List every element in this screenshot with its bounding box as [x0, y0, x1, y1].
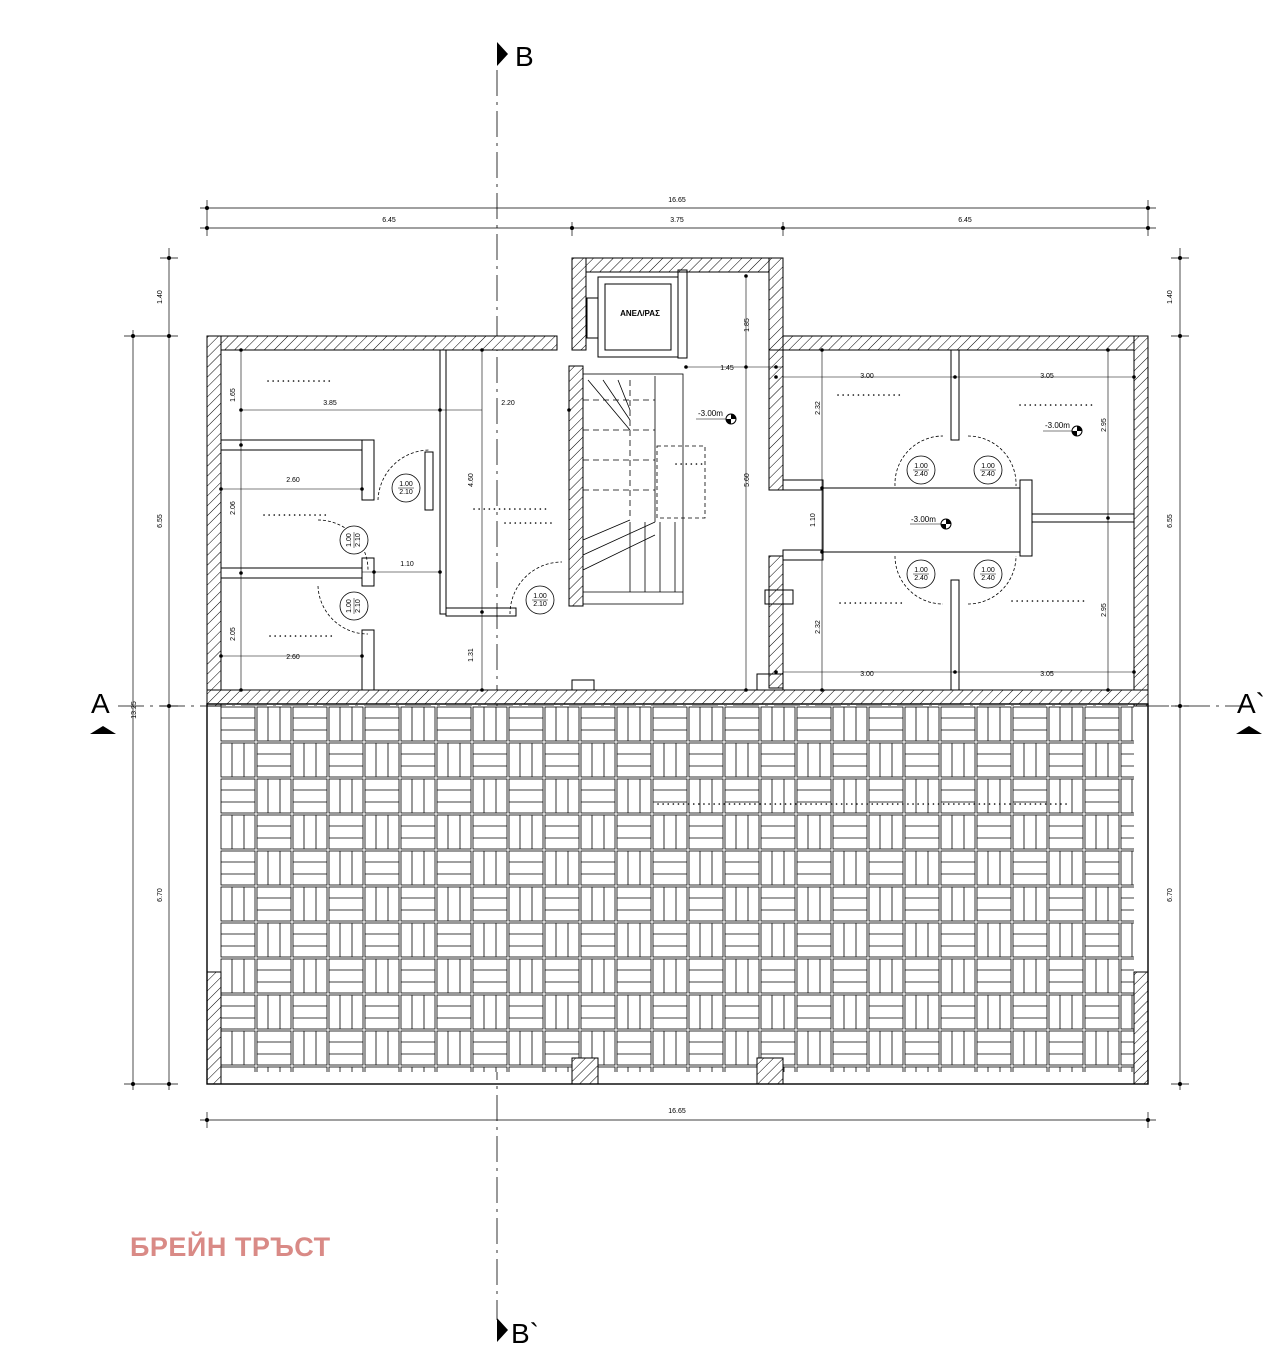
dim-interior-8: 2.05	[230, 627, 237, 641]
dim-left-overall: 13.25	[131, 701, 138, 719]
section-mark-b-bottom: B`	[511, 1318, 539, 1349]
dim-interior-5: 2.06	[230, 501, 237, 515]
svg-text:1.00: 1.00	[914, 567, 928, 574]
section-mark-a-right: A`	[1237, 688, 1265, 719]
dim-interior-12: 1.45	[720, 365, 734, 372]
dim-interior-16: 2.32	[815, 401, 822, 415]
section-arrow-a-left	[90, 726, 116, 734]
dim-interior-15: 3.05	[1040, 373, 1054, 380]
dim-bottom-overall: 16.65	[668, 1108, 686, 1115]
level-marker-corridor	[910, 518, 952, 530]
exterior-walls	[206, 257, 1149, 1085]
staircase	[582, 373, 706, 605]
dim-top-overall: 16.65	[668, 197, 686, 204]
svg-text:2.40: 2.40	[981, 575, 995, 582]
svg-text:2.10: 2.10	[355, 599, 362, 613]
svg-text:2.10: 2.10	[399, 489, 413, 496]
elevator	[586, 269, 688, 359]
dim-right-mid: 6.55	[1167, 514, 1174, 528]
dim-left-mid: 6.55	[157, 514, 164, 528]
corridor	[822, 487, 1021, 553]
section-mark-b-top: B	[515, 41, 534, 72]
svg-text:1.00: 1.00	[914, 463, 928, 470]
dim-top-right: 6.45	[958, 217, 972, 224]
door-swings	[317, 435, 1017, 635]
svg-text:2.10: 2.10	[533, 601, 547, 608]
dim-interior-10: 1.31	[468, 648, 475, 662]
svg-text:1.00: 1.00	[346, 533, 353, 547]
svg-text:2.10: 2.10	[355, 533, 362, 547]
svg-text:2.40: 2.40	[981, 471, 995, 478]
elevator-label: ΑΝΕΛ/ΡΑΣ	[620, 309, 660, 318]
svg-text:1.00: 1.00	[346, 599, 353, 613]
svg-text:2.40: 2.40	[914, 575, 928, 582]
section-arrow-b-top	[497, 42, 508, 66]
interior-dimension-ticks	[219, 274, 1136, 692]
level-marker-room	[1043, 425, 1083, 437]
dim-interior-22: 3.05	[1040, 671, 1054, 678]
door-tag-7: 1.00 2.40	[906, 559, 936, 589]
dim-interior-19: 2.32	[815, 620, 822, 634]
dim-right-top: 1.40	[1167, 290, 1174, 304]
dim-interior-7: 4.60	[468, 473, 475, 487]
level-marker-stair	[696, 413, 737, 425]
level-label-corridor: -3.00m	[911, 515, 936, 524]
dim-interior-1: 1.65	[230, 388, 237, 402]
level-label-room: -3.00m	[1045, 421, 1070, 430]
brand-watermark: БРЕЙН ТРЪСТ	[130, 1232, 331, 1262]
dimension-ticks	[131, 206, 1182, 1122]
dim-interior-11: 1.85	[744, 318, 751, 332]
svg-text:1.00: 1.00	[533, 593, 547, 600]
dim-left-low: 6.70	[157, 888, 164, 902]
door-tag-1: 1.00 2.10	[391, 473, 421, 503]
svg-text:1.00: 1.00	[399, 481, 413, 488]
svg-text:1.00: 1.00	[981, 463, 995, 470]
door-tag-8: 1.00 2.40	[973, 559, 1003, 589]
section-mark-a-left: A	[91, 688, 110, 719]
dim-interior-20: 2.95	[1101, 603, 1108, 617]
courtyard-boundary	[206, 703, 1149, 1085]
dim-interior-17: 2.95	[1101, 418, 1108, 432]
dim-interior-4: 2.60	[286, 477, 300, 484]
dim-interior-18: 1.10	[810, 513, 817, 527]
dim-interior-13: 5.60	[744, 473, 751, 487]
door-tag-2: 1.00 2.10	[339, 525, 369, 555]
svg-text:1.00: 1.00	[981, 567, 995, 574]
svg-text:2.40: 2.40	[914, 471, 928, 478]
dim-interior-21: 3.00	[860, 671, 874, 678]
interior-dimension-lines	[221, 276, 1134, 690]
door-tag-4: 1.00 2.10	[525, 585, 555, 615]
dim-interior-6: 1.10	[400, 561, 414, 568]
dim-interior-14: 3.00	[860, 373, 874, 380]
dim-top-left: 6.45	[382, 217, 396, 224]
dim-top-mid: 3.75	[670, 217, 684, 224]
interior-partitions	[220, 349, 1135, 691]
dim-left-top: 1.40	[157, 290, 164, 304]
section-arrow-b-bottom	[497, 1318, 508, 1342]
dim-interior-3: 2.20	[501, 400, 515, 407]
dim-interior-2: 3.85	[323, 400, 337, 407]
section-arrow-a-right	[1236, 726, 1262, 734]
room-placeholders	[263, 380, 1095, 805]
door-tag-6: 1.00 2.40	[973, 455, 1003, 485]
door-tag-5: 1.00 2.40	[906, 455, 936, 485]
level-label-stair: -3.00m	[698, 409, 723, 418]
dim-right-low: 6.70	[1167, 888, 1174, 902]
dim-interior-9: 2.60	[286, 654, 300, 661]
paved-courtyard	[220, 706, 1134, 1072]
door-tag-3: 1.00 2.10	[339, 591, 369, 621]
